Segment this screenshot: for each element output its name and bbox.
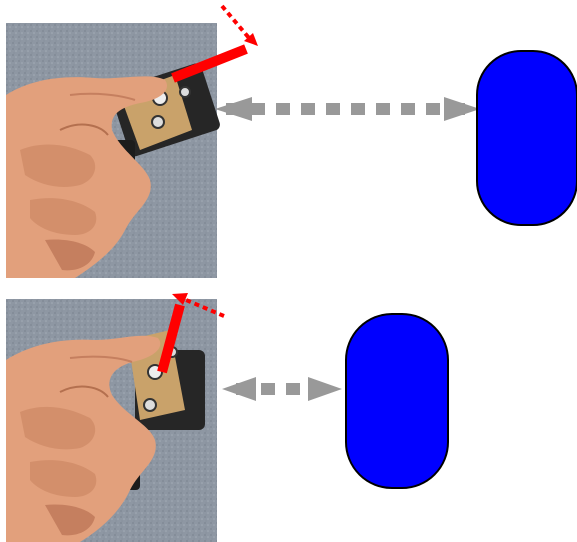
hand-holding-servo-photo: [6, 299, 217, 542]
rotation-arrow-counter-clockwise: [172, 293, 225, 318]
rotation-arrow-clockwise: [220, 4, 258, 46]
servo-pointer: [157, 303, 185, 374]
distance-arrow-long: [215, 97, 480, 121]
panel-near: [6, 293, 449, 542]
distance-arrow-short: [222, 377, 342, 401]
servo-pointer: [171, 44, 248, 83]
panel-far: [6, 4, 577, 278]
hand-holding-servo-photo: [6, 23, 220, 278]
far-object: [476, 50, 577, 226]
near-object: [345, 313, 449, 489]
